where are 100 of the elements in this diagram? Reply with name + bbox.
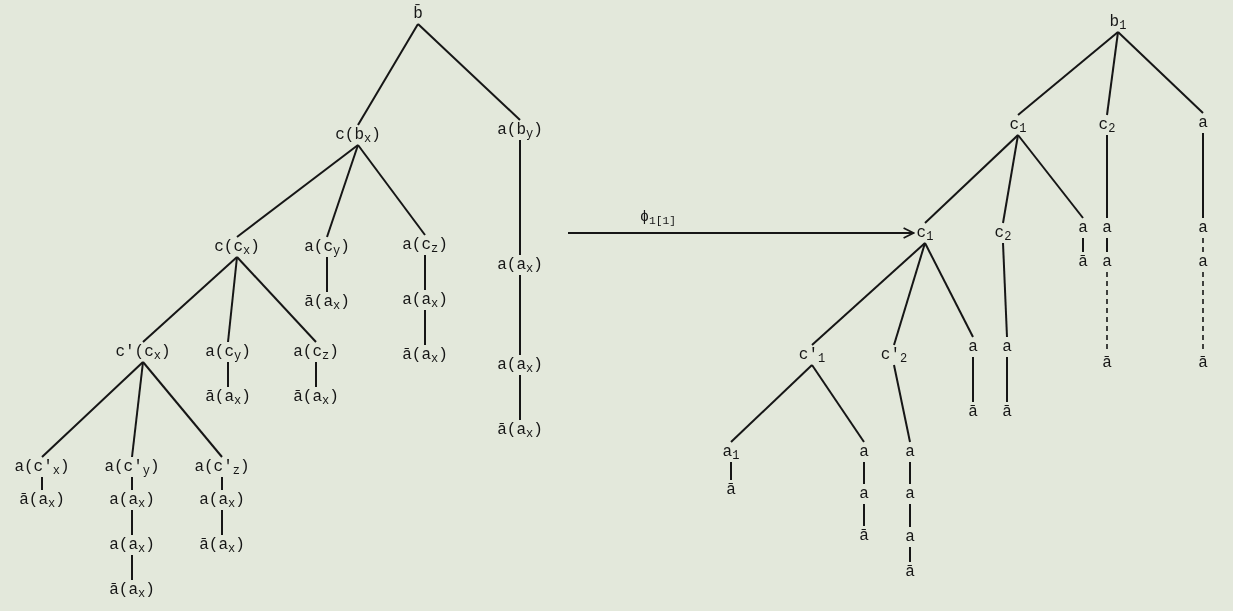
node-label: c$_{2}$ [1097, 115, 1117, 135]
tree-branch [1202, 237, 1204, 253]
tree-branch [326, 256, 328, 293]
tree-branch [909, 461, 911, 485]
node-label: a(a$_{x}$) [198, 490, 246, 510]
tree-branch [519, 139, 521, 256]
node-label: ā(a$_{x}$) [401, 345, 449, 365]
node-label: ā [858, 526, 870, 546]
node-label: ā [1197, 353, 1209, 373]
node-label: ā [904, 562, 916, 582]
node-label: c(c$_{x}$) [213, 237, 261, 257]
tree-branch [424, 254, 426, 291]
node-label: ā(a$_{x}$) [204, 387, 252, 407]
arrow [567, 227, 915, 239]
node-label: a(a$_{x}$) [496, 255, 544, 275]
tree-branch [1202, 132, 1204, 219]
node-label: a(c$_{y}$) [303, 237, 351, 257]
node-label: ā [725, 480, 737, 500]
node-label: a$_{1}$ [721, 442, 741, 462]
tree-branch [1017, 134, 1084, 219]
node-label: ā [1001, 402, 1013, 422]
tree-branch [357, 23, 419, 126]
node-label: a(c$_{z}$) [401, 235, 449, 255]
node-label: a [967, 337, 979, 357]
tree-branch [417, 23, 521, 121]
edge-label: ϕ$_{1[1]}$ [640, 210, 676, 229]
tree-branch [1006, 356, 1008, 403]
node-label: c'$_{2}$ [879, 345, 909, 365]
node-label: ā [967, 402, 979, 422]
node-label: a(a$_{x}$) [401, 290, 449, 310]
node-label: b$_{1}$ [1108, 12, 1128, 32]
tree-branch [357, 144, 426, 236]
node-label: a [1197, 218, 1209, 238]
tree-branch [730, 461, 732, 481]
tree-branch [924, 134, 1019, 224]
node-label: a(c$_{y}$) [204, 342, 252, 362]
tree-branch [236, 256, 317, 343]
node-label: c$_{1}$ [1008, 115, 1028, 135]
node-label: c$_{2}$ [993, 223, 1013, 243]
tree-branch [519, 374, 521, 421]
tree-branch [315, 361, 317, 388]
tree-branch [227, 256, 238, 343]
node-label: c(b$_{x}$) [334, 125, 382, 145]
node-label: c'(c$_{x}$) [114, 342, 172, 362]
node-label: a(c'$_{z}$) [193, 457, 251, 477]
node-label: ā(a$_{x}$) [292, 387, 340, 407]
tree-branch [1106, 237, 1108, 253]
tree-branch [863, 461, 865, 485]
tree-branch [811, 242, 926, 346]
tree-branch [893, 242, 926, 346]
node-label: a(c'$_{x}$) [13, 457, 71, 477]
tree-branch [142, 256, 238, 343]
tree-branch [924, 242, 974, 338]
node-label: a [1197, 252, 1209, 272]
node-label: a [858, 442, 870, 462]
tree-branch [221, 509, 223, 536]
tree-branch [811, 364, 865, 443]
node-label: a [904, 442, 916, 462]
tree-branch [1017, 31, 1119, 116]
node-label: a [1077, 218, 1089, 238]
node-label: a [904, 484, 916, 504]
tree-branch [893, 364, 911, 443]
tree-branch [972, 356, 974, 403]
node-label: a [1197, 113, 1209, 133]
tree-branch [863, 503, 865, 527]
tree-branch [909, 503, 911, 528]
tree-branch [326, 144, 359, 238]
tree-branch [1106, 134, 1108, 219]
node-label: a(a$_{x}$) [108, 490, 156, 510]
node-label: ā(a$_{x}$) [496, 420, 544, 440]
node-label: a [858, 484, 870, 504]
node-label: ā(a$_{x}$) [303, 292, 351, 312]
tree-branch [424, 309, 426, 346]
tree-branch [1106, 31, 1119, 116]
tree-branch [730, 364, 813, 443]
tree-branch [1002, 134, 1019, 224]
node-label: c'$_{1}$ [797, 345, 827, 365]
tree-branch [131, 361, 144, 458]
tree-branch [41, 476, 43, 491]
node-label: a(b$_{y}$) [496, 120, 544, 140]
node-label: a(c'$_{y}$) [103, 457, 161, 477]
tree-branch [131, 554, 133, 581]
node-label: a [1101, 218, 1113, 238]
node-label: a(c$_{z}$) [292, 342, 340, 362]
node-label: ā(a$_{x}$) [108, 580, 156, 600]
node-label: b̄ [412, 4, 424, 24]
tree-branch [221, 476, 223, 491]
node-label: ā [1077, 252, 1089, 272]
tree-branch [1082, 237, 1084, 253]
node-label: a [904, 527, 916, 547]
node-label: a(a$_{x}$) [108, 535, 156, 555]
tree-branch [227, 361, 229, 388]
node-label: c$_{1}$ [915, 223, 935, 243]
tree-branch [1002, 242, 1008, 338]
tree-branch [142, 361, 223, 458]
node-label: a [1001, 337, 1013, 357]
tree-branch [519, 274, 521, 356]
tree-branch [131, 509, 133, 536]
tree-branch [131, 476, 133, 491]
node-label: a [1101, 252, 1113, 272]
